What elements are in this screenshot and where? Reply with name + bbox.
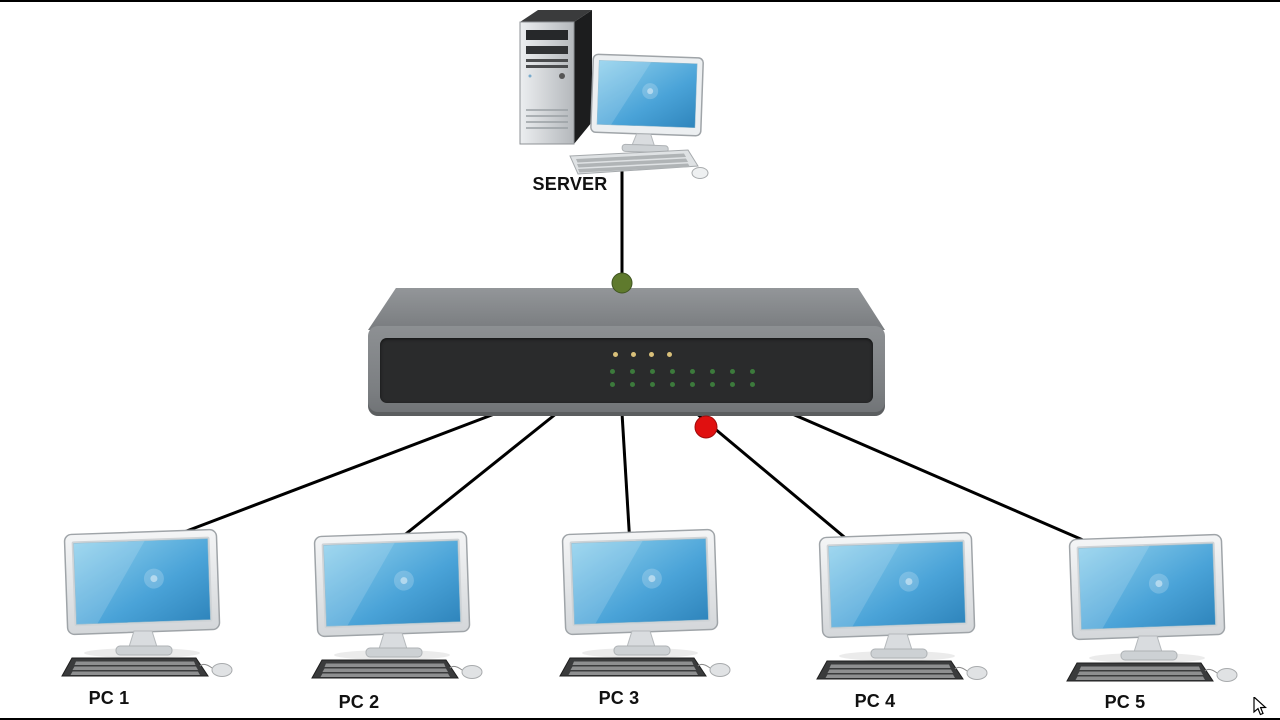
pc-keyboard bbox=[1066, 662, 1214, 682]
pc-monitor bbox=[313, 530, 471, 638]
led-indicator bbox=[630, 382, 635, 387]
switch-front-face bbox=[368, 326, 885, 416]
pc5-node bbox=[1059, 531, 1249, 691]
pc-monitor-stand bbox=[365, 632, 423, 658]
pc-monitor-stand bbox=[1120, 635, 1178, 661]
led-indicator bbox=[610, 382, 615, 387]
top-border-line bbox=[0, 0, 1280, 2]
mouse-cursor-icon bbox=[1253, 697, 1267, 716]
pc-monitor-stand bbox=[870, 633, 928, 659]
bottom-border-line bbox=[0, 718, 1280, 720]
led-indicator bbox=[630, 369, 635, 374]
pc-keyboard bbox=[311, 659, 459, 679]
server-mouse bbox=[691, 167, 709, 179]
pc-label: PC 3 bbox=[598, 688, 640, 708]
pc-illustration bbox=[1066, 533, 1238, 682]
led-indicator bbox=[610, 369, 615, 374]
pc3-node bbox=[552, 526, 742, 686]
pc-keyboard bbox=[559, 657, 707, 677]
server-label: SERVER bbox=[532, 174, 608, 194]
led-indicator bbox=[650, 382, 655, 387]
pc-mouse bbox=[211, 663, 233, 677]
pc-keyboard bbox=[61, 657, 209, 677]
led-indicator bbox=[710, 369, 715, 374]
led-indicator bbox=[750, 382, 755, 387]
pc2-node bbox=[304, 528, 494, 688]
pc-monitor bbox=[63, 528, 221, 636]
led-indicator bbox=[710, 382, 715, 387]
pc-monitor-stand bbox=[115, 630, 173, 656]
pc-illustration bbox=[61, 528, 233, 677]
led-indicator bbox=[690, 369, 695, 374]
pc-monitor bbox=[818, 531, 976, 639]
pc-label: PC 1 bbox=[88, 688, 130, 708]
pc-monitor bbox=[1068, 533, 1226, 641]
led-indicator bbox=[750, 369, 755, 374]
led-indicator bbox=[730, 369, 735, 374]
server-keyboard bbox=[569, 149, 699, 175]
pc-mouse bbox=[461, 665, 483, 679]
pc-monitor-stand bbox=[613, 630, 671, 656]
led-indicator bbox=[631, 352, 636, 357]
switch-top-face bbox=[368, 288, 885, 330]
pc-keyboard bbox=[816, 660, 964, 680]
switch-panel bbox=[380, 338, 873, 403]
server-node bbox=[500, 6, 710, 186]
led-indicator bbox=[690, 382, 695, 387]
pc-mouse bbox=[966, 666, 988, 680]
pc-mouse bbox=[1216, 668, 1238, 682]
server-tower bbox=[519, 10, 592, 145]
network-switch bbox=[368, 288, 885, 416]
led-indicator bbox=[667, 352, 672, 357]
power-button-icon bbox=[559, 73, 565, 79]
led-indicator bbox=[613, 352, 618, 357]
led-indicator bbox=[670, 382, 675, 387]
server-monitor bbox=[590, 53, 704, 154]
pc-label: PC 4 bbox=[854, 691, 896, 711]
pc-illustration bbox=[559, 528, 731, 677]
pc-mouse bbox=[709, 663, 731, 677]
pc-illustration bbox=[816, 531, 988, 680]
pc1-node bbox=[54, 526, 244, 686]
fault-dot bbox=[694, 415, 718, 439]
server-illustration bbox=[519, 10, 709, 179]
led-indicator bbox=[649, 352, 654, 357]
led-indicator bbox=[670, 369, 675, 374]
pc-label: PC 5 bbox=[1104, 692, 1146, 712]
led-indicator bbox=[730, 382, 735, 387]
link-switch-pc2 bbox=[391, 411, 558, 547]
led-indicator bbox=[650, 369, 655, 374]
pc4-node bbox=[809, 529, 999, 689]
pc-label: PC 2 bbox=[338, 692, 380, 712]
pc-illustration bbox=[311, 530, 483, 679]
pc-monitor bbox=[561, 528, 719, 636]
